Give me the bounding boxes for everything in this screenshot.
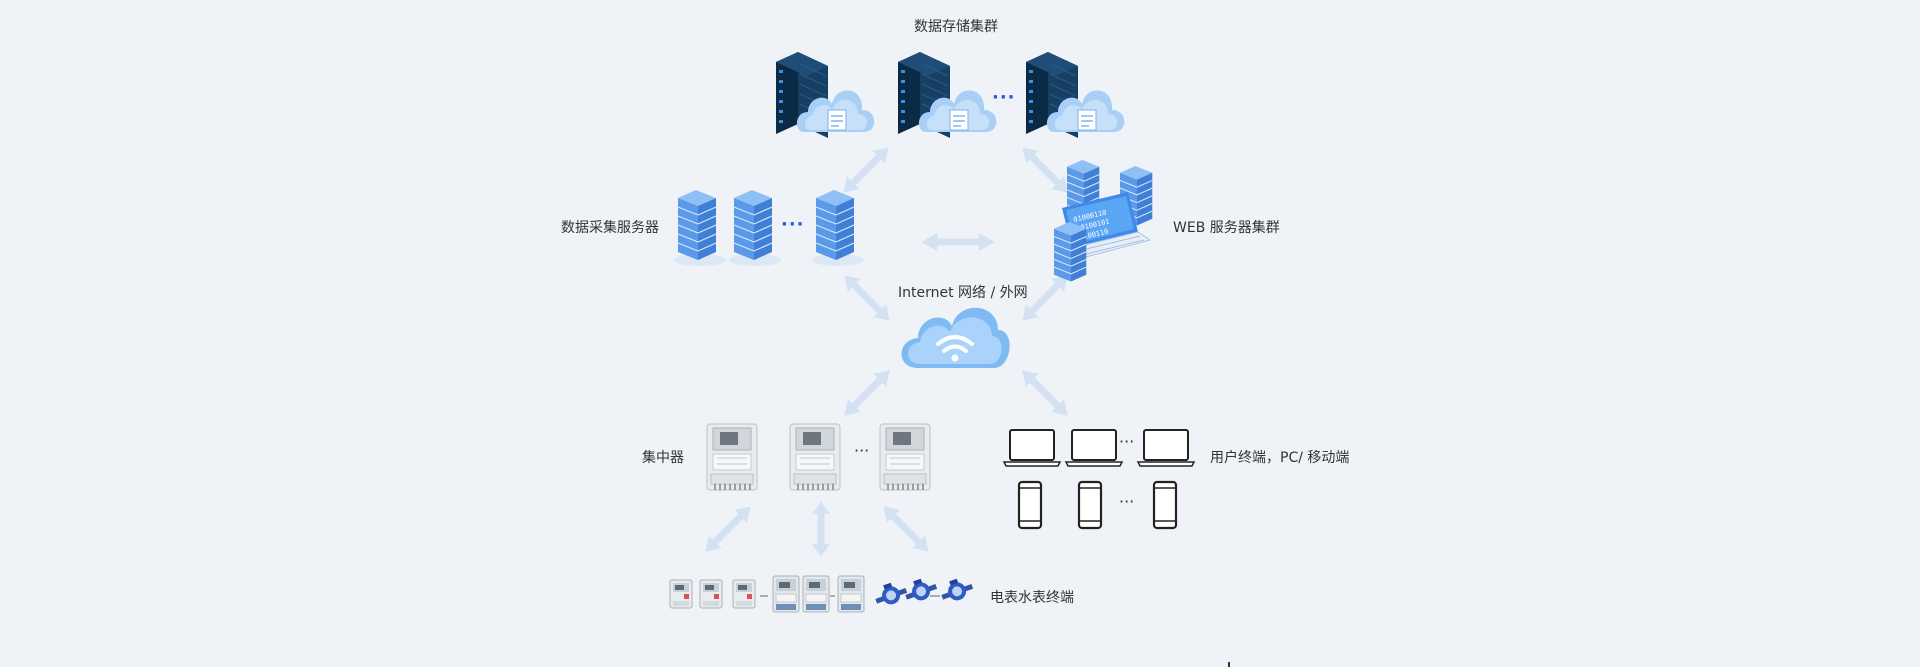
internet-cloud-icon bbox=[901, 307, 1010, 368]
web-cluster: 01000110 10100101 0100110 bbox=[1053, 159, 1153, 283]
web-cluster-label: WEB 服务器集群 bbox=[1173, 220, 1280, 236]
laptop-icon bbox=[1003, 429, 1061, 467]
laptop-ellipsis: ··· bbox=[1119, 432, 1135, 451]
collection-server-icon bbox=[733, 189, 773, 261]
water-meter-icon bbox=[901, 574, 940, 606]
web-server-icon bbox=[1053, 221, 1087, 283]
concentrator-icon bbox=[879, 423, 931, 491]
laptop-icon bbox=[1065, 429, 1123, 467]
electric-meter-icon bbox=[802, 575, 830, 613]
phone-ellipsis: ··· bbox=[1119, 492, 1135, 511]
concentrators bbox=[706, 423, 931, 491]
phone-icon bbox=[1077, 480, 1103, 530]
cursor-mark bbox=[1228, 662, 1230, 667]
electric-meter-icon bbox=[837, 575, 865, 613]
user-terminals bbox=[1003, 429, 1195, 530]
storage-cluster bbox=[775, 51, 1126, 139]
storage-ellipsis: ··· bbox=[992, 87, 1016, 108]
user-terminals-label: 用户终端，PC/ 移动端 bbox=[1210, 450, 1350, 466]
concentrator-ellipsis: ··· bbox=[854, 441, 870, 460]
electric-meter-icon bbox=[732, 579, 756, 609]
electric-meter-icon bbox=[772, 575, 800, 613]
water-meter-icon bbox=[937, 574, 976, 606]
phone-icon bbox=[1017, 480, 1043, 530]
storage-cluster-label: 数据存储集群 bbox=[914, 19, 998, 35]
internet-label: Internet 网络 / 外网 bbox=[898, 285, 1028, 301]
meter-terminals-label: 电表水表终端 bbox=[990, 590, 1074, 606]
electric-meter-icon bbox=[699, 579, 723, 609]
collection-server-icon bbox=[815, 189, 855, 261]
phone-icon bbox=[1152, 480, 1178, 530]
laptop-icon bbox=[1137, 429, 1195, 467]
electric-meter-icon bbox=[669, 579, 693, 609]
collection-servers-label: 数据采集服务器 bbox=[561, 220, 659, 236]
collection-ellipsis: ··· bbox=[781, 214, 805, 235]
concentrator-label: 集中器 bbox=[642, 450, 684, 466]
collection-servers bbox=[674, 189, 864, 266]
meter-terminals bbox=[669, 574, 976, 613]
collection-server-icon bbox=[677, 189, 717, 261]
concentrator-icon bbox=[789, 423, 841, 491]
concentrator-icon bbox=[706, 423, 758, 491]
water-meter-icon bbox=[871, 578, 910, 610]
